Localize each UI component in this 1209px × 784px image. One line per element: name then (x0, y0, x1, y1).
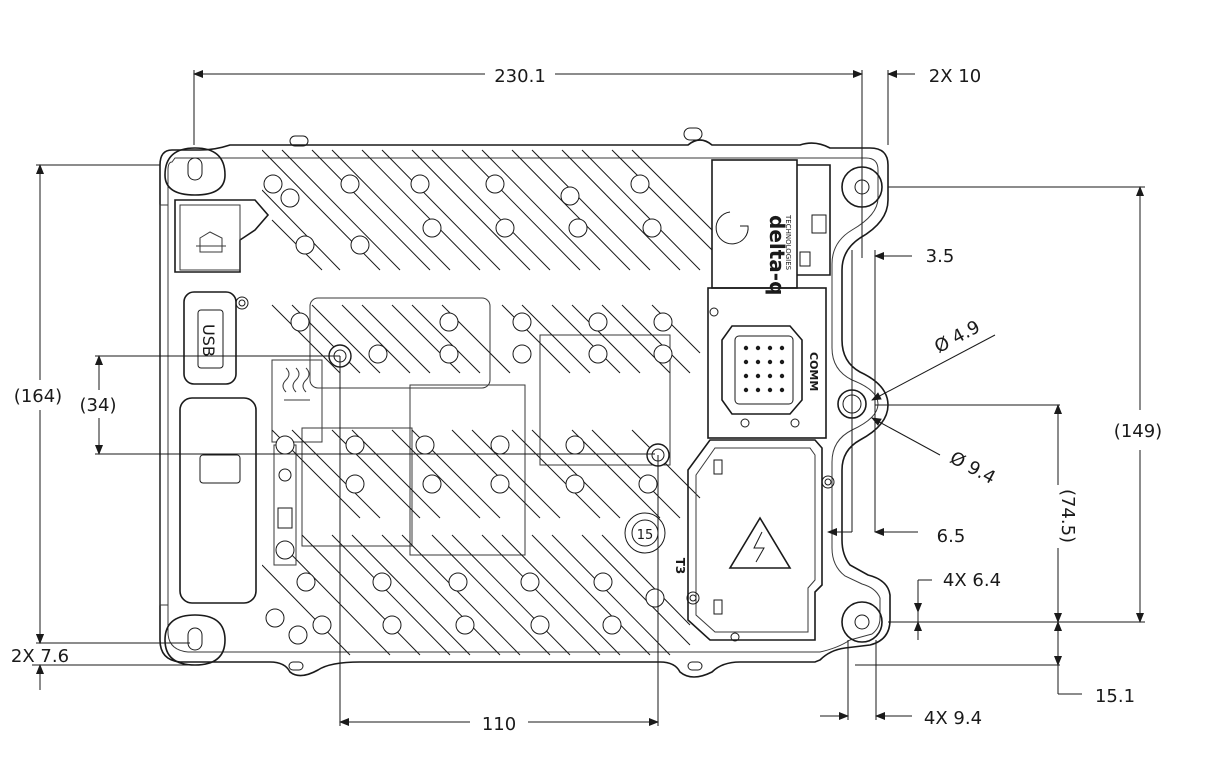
dim-tab-offset-top: 3.5 (926, 246, 955, 267)
fin-knobs (263, 174, 673, 645)
dim-overall-height: (164) (14, 386, 62, 407)
comm-label: COMM (807, 352, 820, 391)
dim-mount-spacing-horizontal: 110 (482, 714, 516, 735)
dim-tab-offset-bottom: 6.5 (937, 526, 966, 547)
usb-label: USB (199, 324, 218, 357)
left-panel (174, 199, 671, 604)
dim-hole-small: Ø 4.9 (931, 316, 984, 357)
rotary-dial: 15 T3 (624, 512, 687, 575)
dim-slot-bottom-offset: 2X 7.6 (11, 646, 69, 667)
dimension-lines (32, 70, 1145, 726)
hv-cover (686, 439, 835, 642)
comm-connector: COMM (707, 287, 827, 439)
dim-overall-width: 230.1 (494, 66, 546, 87)
housing-outline (159, 127, 891, 678)
dim-hole-large: Ø 9.4 (946, 447, 999, 488)
terminal-label: T3 (673, 558, 687, 575)
dim-tab-height: (149) (1114, 421, 1162, 442)
dim-hole-to-bottom: (74.5) (1057, 489, 1078, 543)
dim-mount-spacing-vertical: (34) (80, 395, 117, 416)
dim-slot-small: 4X 6.4 (943, 570, 1001, 591)
dim-slot-width: 2X 10 (929, 66, 981, 87)
heatsink-fins (262, 149, 712, 656)
brand-logo-text: delta-q (765, 215, 789, 295)
brand-subtitle: TECHNOLOGIES (784, 214, 792, 271)
dim-slot-large: 4X 9.4 (924, 708, 982, 729)
dial-value: 15 (637, 528, 654, 543)
dim-edge-offset: 15.1 (1095, 686, 1135, 707)
brand-block: delta-q TECHNOLOGIES (711, 159, 831, 295)
